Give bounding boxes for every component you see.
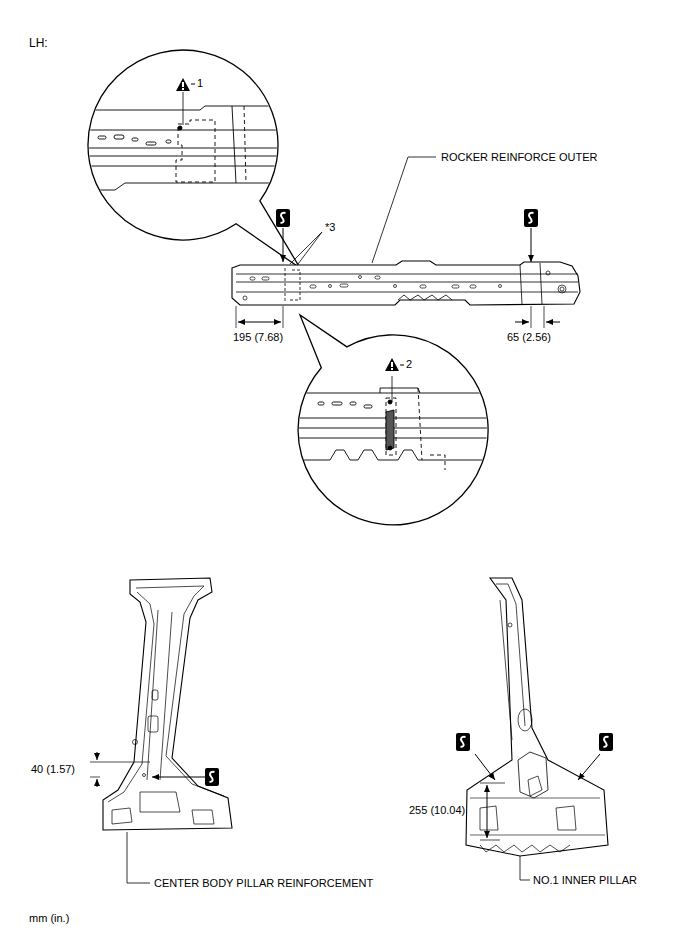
dimension: 40 (1.57)	[30, 763, 76, 776]
callout-number: 1	[196, 77, 204, 90]
part-name: CENTER BODY PILLAR REINFORCEMENT	[153, 877, 374, 890]
dimension: 195 (7.68)	[232, 331, 284, 344]
callout-number: 2	[405, 358, 413, 371]
part-name: NO.1 INNER PILLAR	[532, 874, 638, 887]
part-name: ROCKER REINFORCE OUTER	[440, 151, 598, 164]
heading: LH:	[28, 37, 49, 50]
dimension: 65 (2.56)	[506, 331, 552, 344]
note-mark: *3	[324, 221, 336, 234]
dimension: 255 (10.04)	[408, 804, 466, 817]
unit-note: mm (in.)	[28, 912, 70, 925]
